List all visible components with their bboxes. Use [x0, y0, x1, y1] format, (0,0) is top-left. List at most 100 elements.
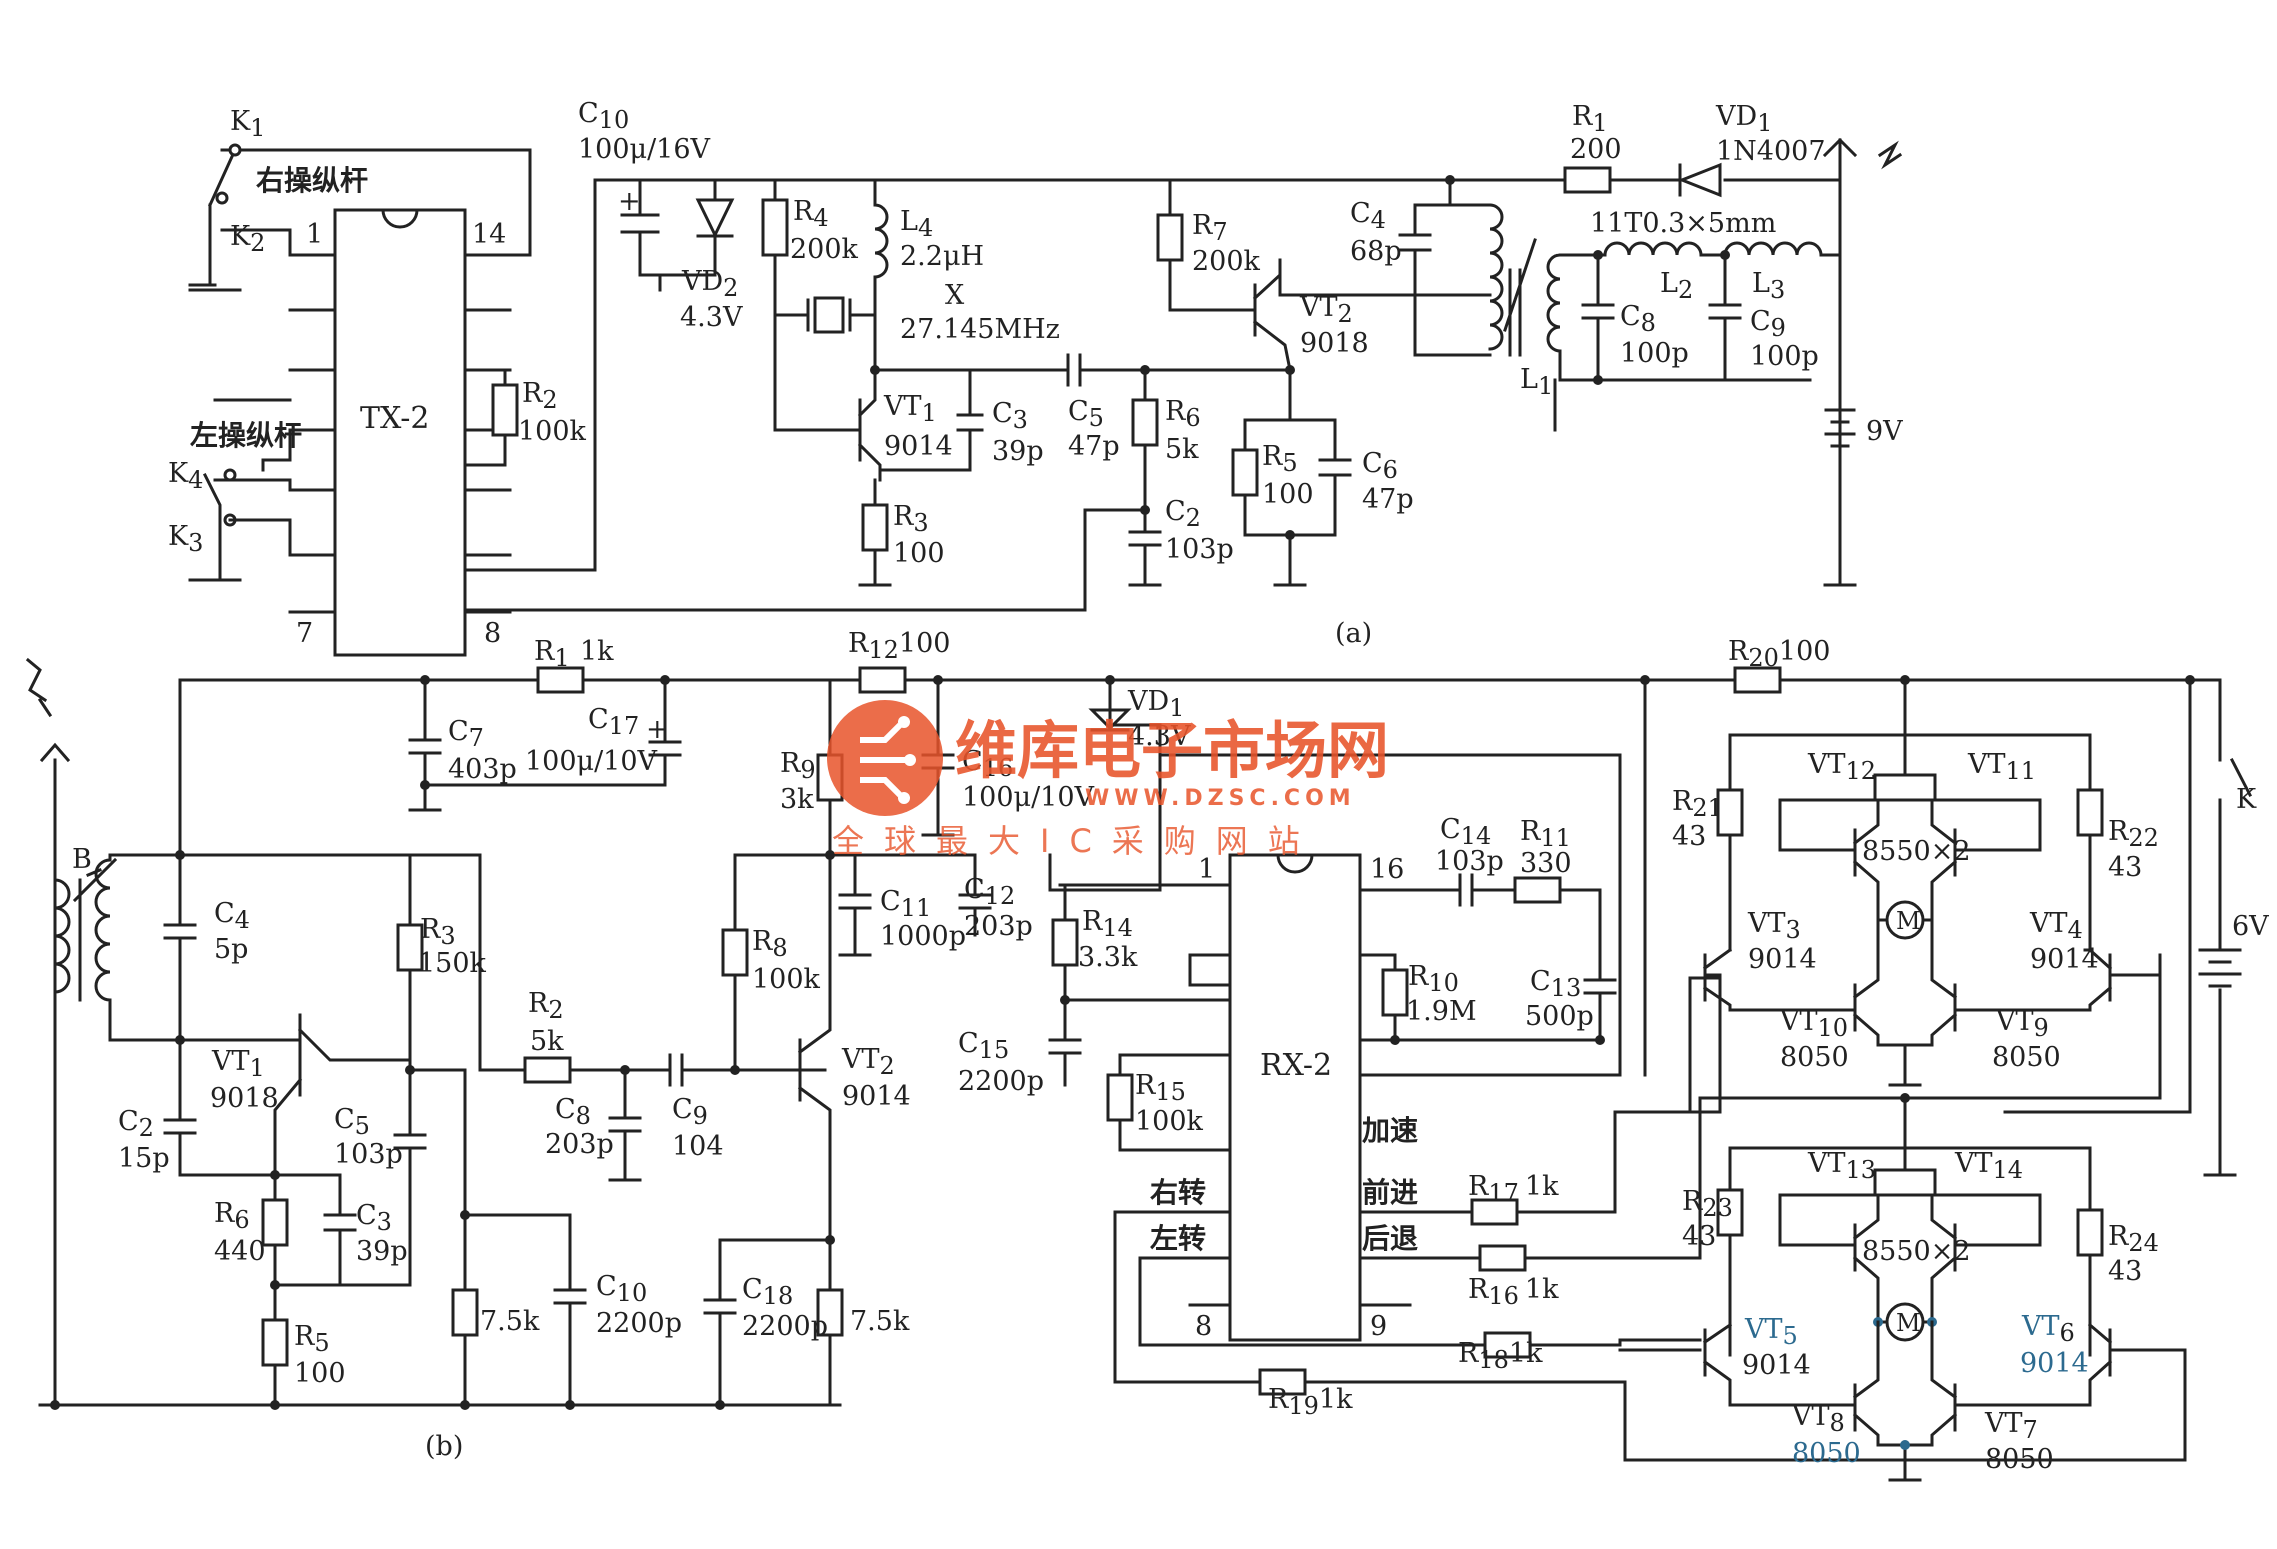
tx-c6-value: 47p — [1362, 484, 1414, 515]
tx-r5-label: R5 — [1262, 441, 1298, 477]
rx-r18-label: R181k — [1458, 1338, 1543, 1374]
watermark-url: WWW.DZSC.COM — [1085, 786, 1356, 811]
tx-c4-label: C4 — [1350, 198, 1386, 234]
rx-r7k5a-value: 7.5k — [480, 1306, 540, 1337]
rx-c3-label: C3 — [356, 1200, 392, 1236]
tx-c6-label: C6 — [1362, 448, 1398, 484]
tx-vt1-value: 9014 — [884, 431, 953, 462]
rx2-backward-label: 后退 — [1362, 1222, 1418, 1255]
rx-r14-label: R14 — [1082, 906, 1133, 942]
left-stick-label: 左操纵杆 — [190, 419, 302, 452]
tx-l4-value: 2.2μH — [900, 241, 984, 272]
rx-r12-label: R12100 — [848, 628, 950, 664]
rx-vt10-label: VT10 — [1779, 1006, 1848, 1042]
rx-r22-value: 43 — [2108, 852, 2142, 883]
receiver-circuit: B C4 5p C2 15p VT1 9018 R6 440 C3 39p R5… — [25, 628, 2269, 1482]
tx-c5-label: C5 — [1068, 396, 1104, 432]
rx-vt8-label: VT8 — [1791, 1401, 1845, 1437]
rx-r5-label: R5 — [294, 1321, 330, 1357]
tx-l3-label: L3 — [1752, 268, 1785, 304]
rx2-chip-label: RX-2 — [1260, 1048, 1332, 1083]
tx-vt2-label: VT2 — [1299, 292, 1353, 328]
rx-r1-value: 1k — [580, 636, 614, 667]
h-bridge-2: M VT13 VT14 8550×2 R23 43 R24 43 VT5 901… — [1618, 1096, 2167, 1482]
tx-vt1-label: VT1 — [883, 391, 937, 427]
crystal-label: X — [945, 280, 965, 311]
label-b: (b) — [425, 1431, 463, 1462]
tx-c2-label: C2 — [1165, 496, 1201, 532]
rx-r9-label: R9 — [780, 748, 816, 784]
tx-vd2-label: VD2 — [681, 266, 738, 302]
watermark-logo-icon — [827, 700, 943, 816]
tx-r6-label: R6 — [1165, 396, 1201, 432]
rx-r10-value: 1.9M — [1406, 996, 1477, 1027]
rx-r23-label: R23 — [1682, 1186, 1733, 1222]
rx-vt10-value: 8050 — [1780, 1042, 1849, 1073]
rx-r2-value: 5k — [530, 1026, 564, 1057]
tx-c8-label: C8 — [1620, 301, 1656, 337]
rx-r3-value: 150k — [418, 948, 487, 979]
rx-vt5-value: 9014 — [1742, 1350, 1811, 1381]
tx-l4-label: L4 — [900, 206, 933, 242]
tx-c10-label: C10 — [578, 98, 629, 134]
rx-r8-label: R8 — [752, 926, 788, 962]
rx-r20-label: R20100 — [1728, 636, 1830, 672]
rx-c2-value: 15p — [118, 1143, 170, 1174]
rx-c10-value: 2200p — [596, 1308, 682, 1339]
rx-c11-label: C11 — [880, 886, 931, 922]
rx-vt7-label: VT7 — [1984, 1408, 2038, 1444]
rx2-turn-right-label: 右转 — [1150, 1176, 1206, 1209]
vt14-label: VT14 — [1954, 1148, 2023, 1184]
tx2-chip — [333, 208, 467, 657]
tx2-pin7: 7 — [296, 618, 313, 649]
rx-vt9-label: VT9 — [1995, 1006, 2049, 1042]
rx-vt2-value: 9014 — [842, 1081, 911, 1112]
tx-battery-label: 9V — [1866, 416, 1903, 447]
tx-r1-label: R1 — [1572, 101, 1608, 137]
tx-r3-label: R3 — [893, 501, 929, 537]
rx-c10-label: C10 — [596, 1271, 647, 1307]
rx2-accel-label: 加速 — [1362, 1114, 1418, 1147]
rx-b-label: B — [72, 844, 92, 875]
rx2-chip — [1228, 853, 1362, 1342]
rx-c7-label: C7 — [448, 716, 484, 752]
pair1-label: 8550×2 — [1862, 836, 1971, 867]
rx-r3-label: R3 — [420, 914, 456, 950]
rx-vt6-value: 9014 — [2020, 1348, 2089, 1379]
tx-l2-label: L2 — [1660, 268, 1693, 304]
tx-vt2-value: 9018 — [1300, 328, 1369, 359]
right-stick-label: 右操纵杆 — [256, 164, 368, 197]
rx-c13-label: C13 — [1530, 966, 1581, 1002]
tx-coil-spec: 11T0.3×5mm — [1590, 208, 1776, 239]
tx2-pin14: 14 — [472, 219, 506, 250]
rx-c15-label: C15 — [958, 1028, 1009, 1064]
crystal-value: 27.145MHz — [900, 314, 1060, 345]
tx-c9-label: C9 — [1750, 306, 1786, 342]
rx-c4-label: C4 — [214, 898, 250, 934]
tx-c3-label: C3 — [992, 398, 1028, 434]
rx-c9-value: 104 — [672, 1131, 724, 1162]
tx-c4-value: 68p — [1350, 236, 1402, 267]
rx-r6-value: 440 — [214, 1236, 266, 1267]
rx-battery-label: 6V — [2232, 911, 2269, 942]
rx-c18-value: 2200p — [742, 1311, 828, 1342]
vt12-label: VT12 — [1807, 749, 1876, 785]
rx-vt4-value: 9014 — [2030, 944, 2099, 975]
rx-r8-value: 100k — [752, 964, 821, 995]
rx-c18-label: C18 — [742, 1274, 793, 1310]
rx-r24-label: R24 — [2108, 1221, 2159, 1257]
tx-vd1-value: 1N4007 — [1716, 136, 1826, 167]
rx-c17-label: C17 — [588, 704, 639, 740]
rx-r10-label: R10 — [1408, 961, 1459, 997]
rx-r9-value: 3k — [780, 784, 814, 815]
h-bridge-1: M VT12 VT11 8550×2 R21 43 R22 43 VT3 901… — [1613, 678, 2162, 1114]
rx2-pin1: 1 — [1198, 854, 1215, 885]
rx-vt9-value: 8050 — [1992, 1042, 2061, 1073]
rx-r2-label: R2 — [528, 988, 564, 1024]
rx2-pin16: 16 — [1370, 854, 1404, 885]
rx2-pin9: 9 — [1370, 1311, 1387, 1342]
rx-c17-value: 100μ/10V — [525, 746, 658, 777]
tx-r7-value: 200k — [1192, 246, 1261, 277]
